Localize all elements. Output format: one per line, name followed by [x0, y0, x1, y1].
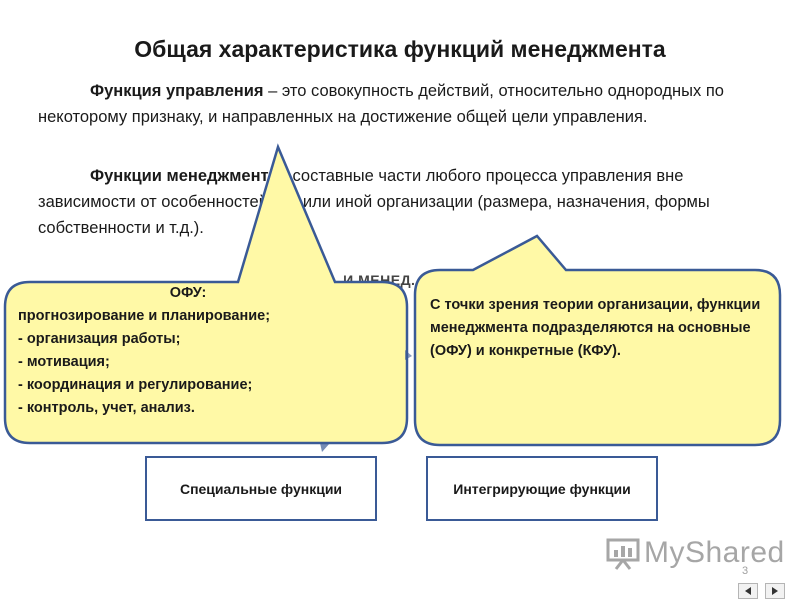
integrating-functions-box: Интегрирующие функции — [426, 456, 658, 521]
term-management-functions: Функции менеджмента — [90, 167, 278, 185]
myshared-logo: MyShared — [606, 533, 785, 573]
previous-slide-button[interactable] — [738, 583, 758, 599]
presentation-board-icon — [606, 538, 640, 570]
callout-left-text: ОФУ: прогнозирование и планирование; - о… — [18, 282, 398, 420]
page-number: 3 — [742, 565, 749, 577]
ofu-item: - мотивация; — [18, 354, 110, 370]
definition-function-text: – это совокупность действий, относительн… — [38, 82, 724, 126]
paragraph-definition-management-functions: Функции менеджмента - составные части лю… — [38, 163, 738, 241]
definition-management-functions-text: - составные части любого процесса управл… — [38, 167, 710, 237]
ofu-item: - организация работы; — [18, 331, 181, 347]
special-functions-box: Специальные функции — [145, 456, 377, 521]
logo-text: MyShared — [644, 536, 785, 569]
connector-hint-left — [320, 443, 330, 452]
slide-title: Общая характеристика функций менеджмента — [134, 36, 666, 62]
paragraph-definition-function: Функция управления – это совокупность де… — [38, 78, 738, 130]
ofu-item: - координация и регулирование; — [18, 377, 253, 393]
callout-left-shape — [3, 143, 409, 445]
connector-hint-right — [405, 350, 412, 360]
ofu-item: прогнозирование и планирование; — [18, 308, 271, 324]
term-function: Функция управления — [90, 82, 264, 100]
callout-right-shape — [413, 234, 782, 447]
ofu-item: - контроль, учет, анализ. — [18, 400, 195, 416]
callout-right-text: С точки зрения теории организации, функц… — [430, 297, 761, 359]
ofu-title: ОФУ: — [169, 285, 207, 301]
next-slide-button[interactable] — [765, 583, 785, 599]
triangle-left-icon — [745, 587, 751, 595]
triangle-right-icon — [772, 587, 778, 595]
